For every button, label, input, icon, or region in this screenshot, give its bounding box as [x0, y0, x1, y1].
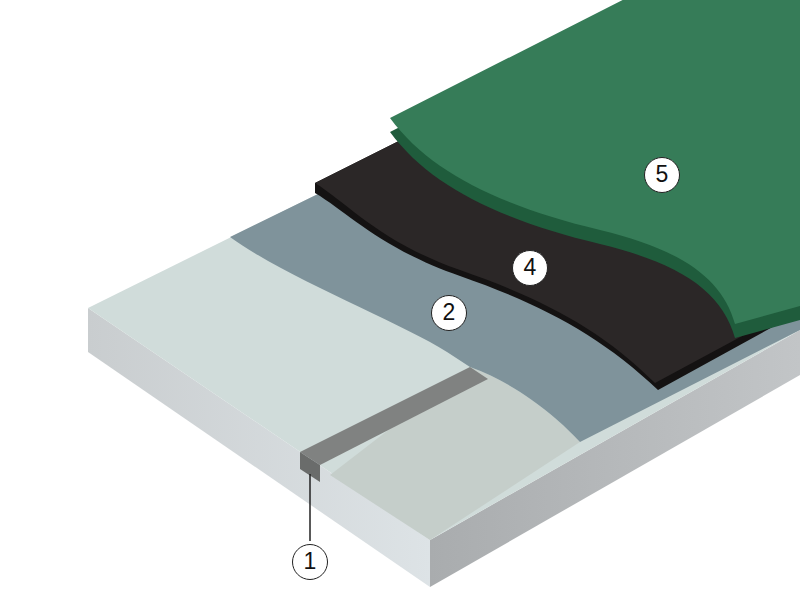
- callout-number: 4: [512, 250, 548, 286]
- callout-number: 1: [292, 544, 328, 580]
- layer-5: [390, 0, 800, 324]
- leader-line: [309, 474, 311, 541]
- joint-groove: [300, 367, 488, 465]
- callout-number: 5: [644, 157, 680, 193]
- callout-number: 2: [431, 295, 467, 331]
